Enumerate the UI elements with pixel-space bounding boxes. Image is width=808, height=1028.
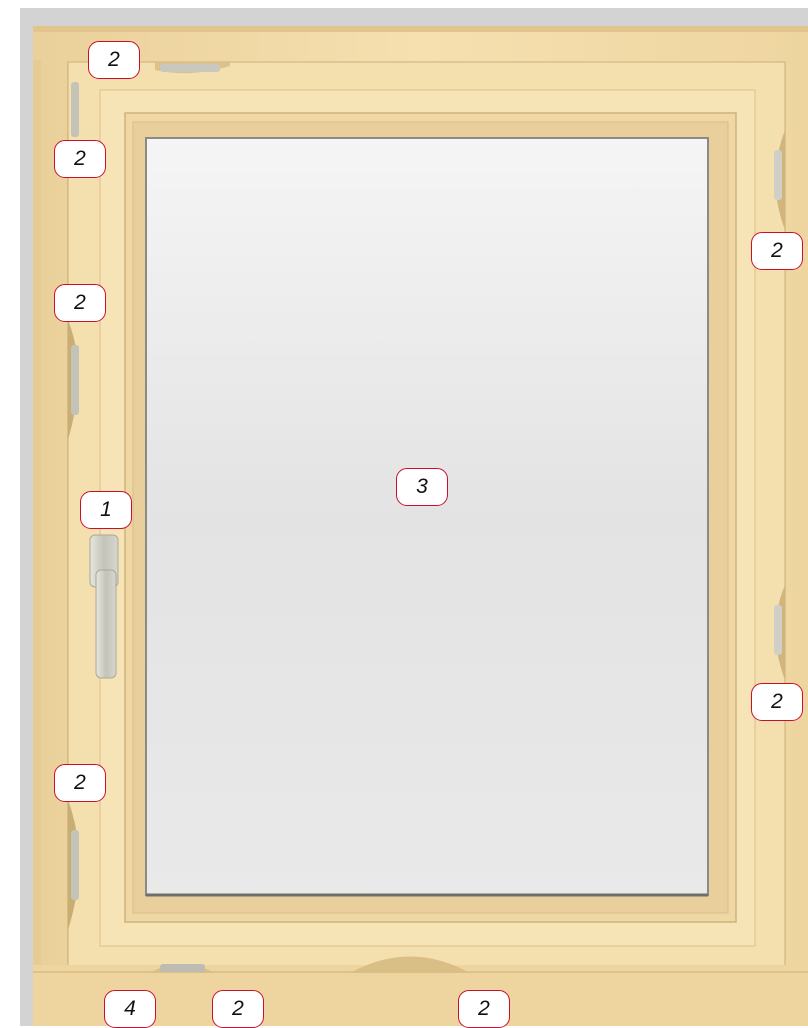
handle-lever — [96, 570, 116, 678]
left-lower-hinge — [71, 830, 79, 900]
left-upper-hinge — [71, 345, 79, 415]
callout-3-glass: 3 — [396, 468, 448, 506]
callout-4-bottom-left: 4 — [104, 990, 156, 1028]
right-lower-hardware — [774, 605, 782, 655]
callout-2-bottom-center: 2 — [458, 990, 510, 1028]
left-top-hinge — [71, 82, 79, 137]
bottom-left-hardware — [160, 964, 205, 972]
callout-2-right-lower: 2 — [751, 683, 803, 721]
callout-2-left-upper-hinge: 2 — [54, 284, 106, 322]
callout-2-top-left: 2 — [88, 41, 140, 79]
callout-2-bottom-left: 2 — [212, 990, 264, 1028]
callout-2-left-top-hinge: 2 — [54, 140, 106, 178]
callout-1-handle: 1 — [80, 491, 132, 529]
right-upper-hardware — [774, 150, 782, 200]
glass-pane — [146, 138, 708, 895]
top-hinge — [160, 64, 220, 72]
callout-2-right-upper: 2 — [751, 232, 803, 270]
callout-2-left-lower-hinge: 2 — [54, 764, 106, 802]
outer-frame-left-edge — [33, 60, 41, 980]
outer-frame-top-edge — [33, 26, 808, 32]
